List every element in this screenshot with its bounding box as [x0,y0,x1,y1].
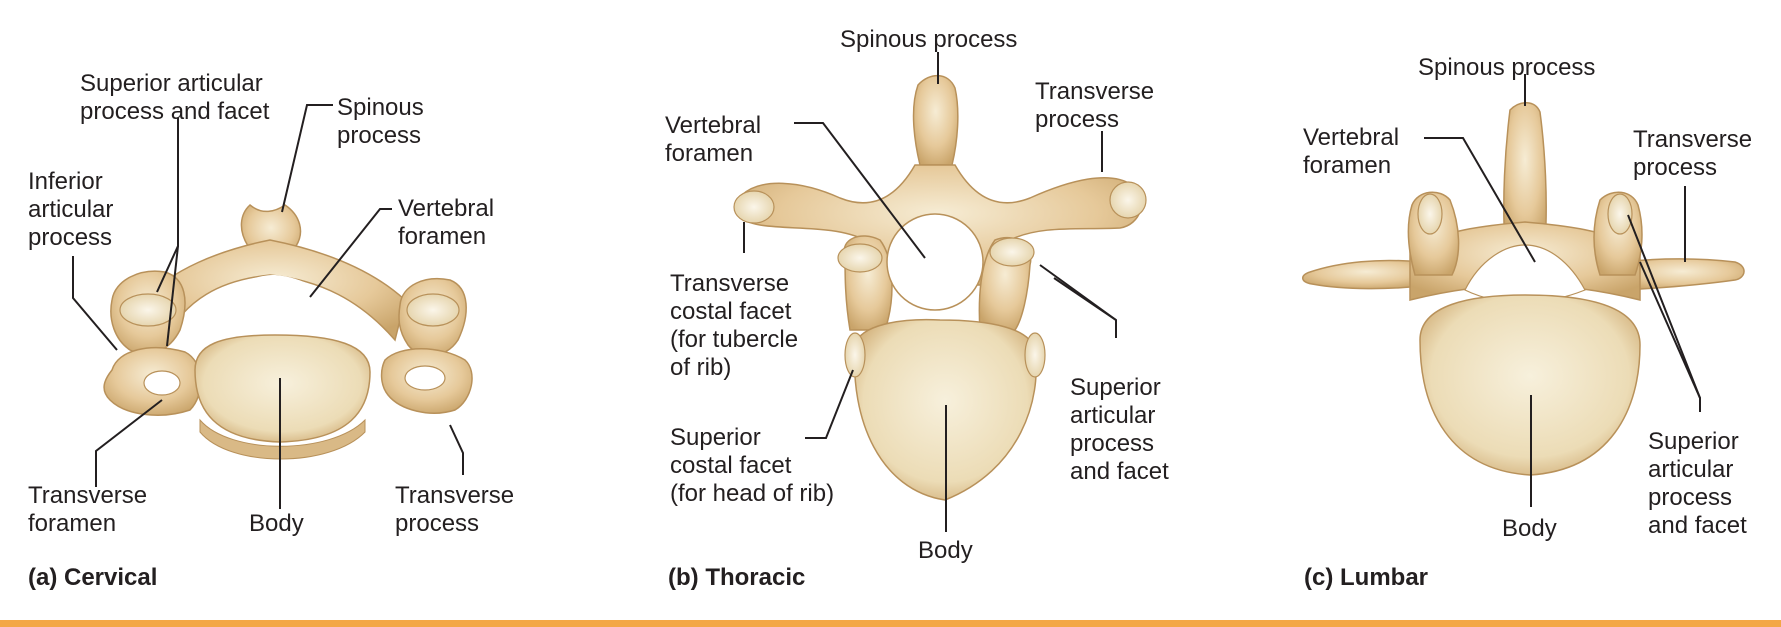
lumbar-left-superior-facet [1418,194,1442,234]
leader-a-spinous [282,105,333,212]
cervical-left-superior-facet [120,294,176,326]
lumbar-right-superior-facet [1608,194,1632,234]
b-label-transverse-process: Transverse process [1035,78,1154,134]
b-label-body: Body [918,537,973,565]
b-label-transverse-costal: Transverse costal facet (for tubercle of… [670,270,798,382]
b-label-superior-costal: Superior costal facet (for head of rib) [670,424,834,508]
c-label-vertebral-foramen: Vertebral foramen [1303,124,1399,180]
a-label-vertebral-foramen: Vertebral foramen [398,195,494,251]
leader-c-superior-articular [1628,215,1700,412]
c-label-superior-articular: Superior articular process and facet [1648,428,1747,540]
c-label-spinous: Spinous process [1418,54,1595,82]
c-caption: (c) Lumbar [1304,564,1428,592]
cervical-right-transverse-foramen [405,366,445,390]
thoracic-left-transverse-costal-facet [734,191,774,223]
a-label-superior-articular: Superior articular process and facet [80,70,269,126]
thoracic-right-superior-facet [990,238,1034,266]
leader-a-inferior-articular [73,256,117,350]
thoracic-superior-costal-facet [845,333,865,377]
thoracic-left-superior-facet [838,244,882,272]
leader-b-superior-articular-2 [1040,265,1116,320]
c-label-transverse-process: Transverse process [1633,126,1752,182]
b-label-vertebral-foramen: Vertebral foramen [665,112,761,168]
cervical-left-transverse-foramen [144,371,180,395]
thoracic-spinous-process [914,76,958,165]
cervical-body [195,335,370,442]
a-label-transverse-process: Transverse process [395,482,514,538]
b-caption: (b) Thoracic [668,564,805,592]
a-label-body: Body [249,510,304,538]
accent-bar [0,620,1781,627]
leader-b-superior-articular [1054,278,1116,338]
a-label-spinous: Spinous process [337,94,424,150]
thoracic-right-costal-facet [1025,333,1045,377]
cervical-right-superior-facet [407,294,459,326]
a-label-transverse-foramen: Transverse foramen [28,482,147,538]
leader-a-transverse-process [450,425,463,475]
a-label-inferior-articular: Inferior articular process [28,168,113,252]
a-caption: (a) Cervical [28,564,157,592]
b-label-spinous: Spinous process [840,26,1017,54]
c-label-body: Body [1502,515,1557,543]
thoracic-right-transverse-costal-facet [1110,182,1146,218]
b-label-superior-articular: Superior articular process and facet [1070,374,1169,486]
